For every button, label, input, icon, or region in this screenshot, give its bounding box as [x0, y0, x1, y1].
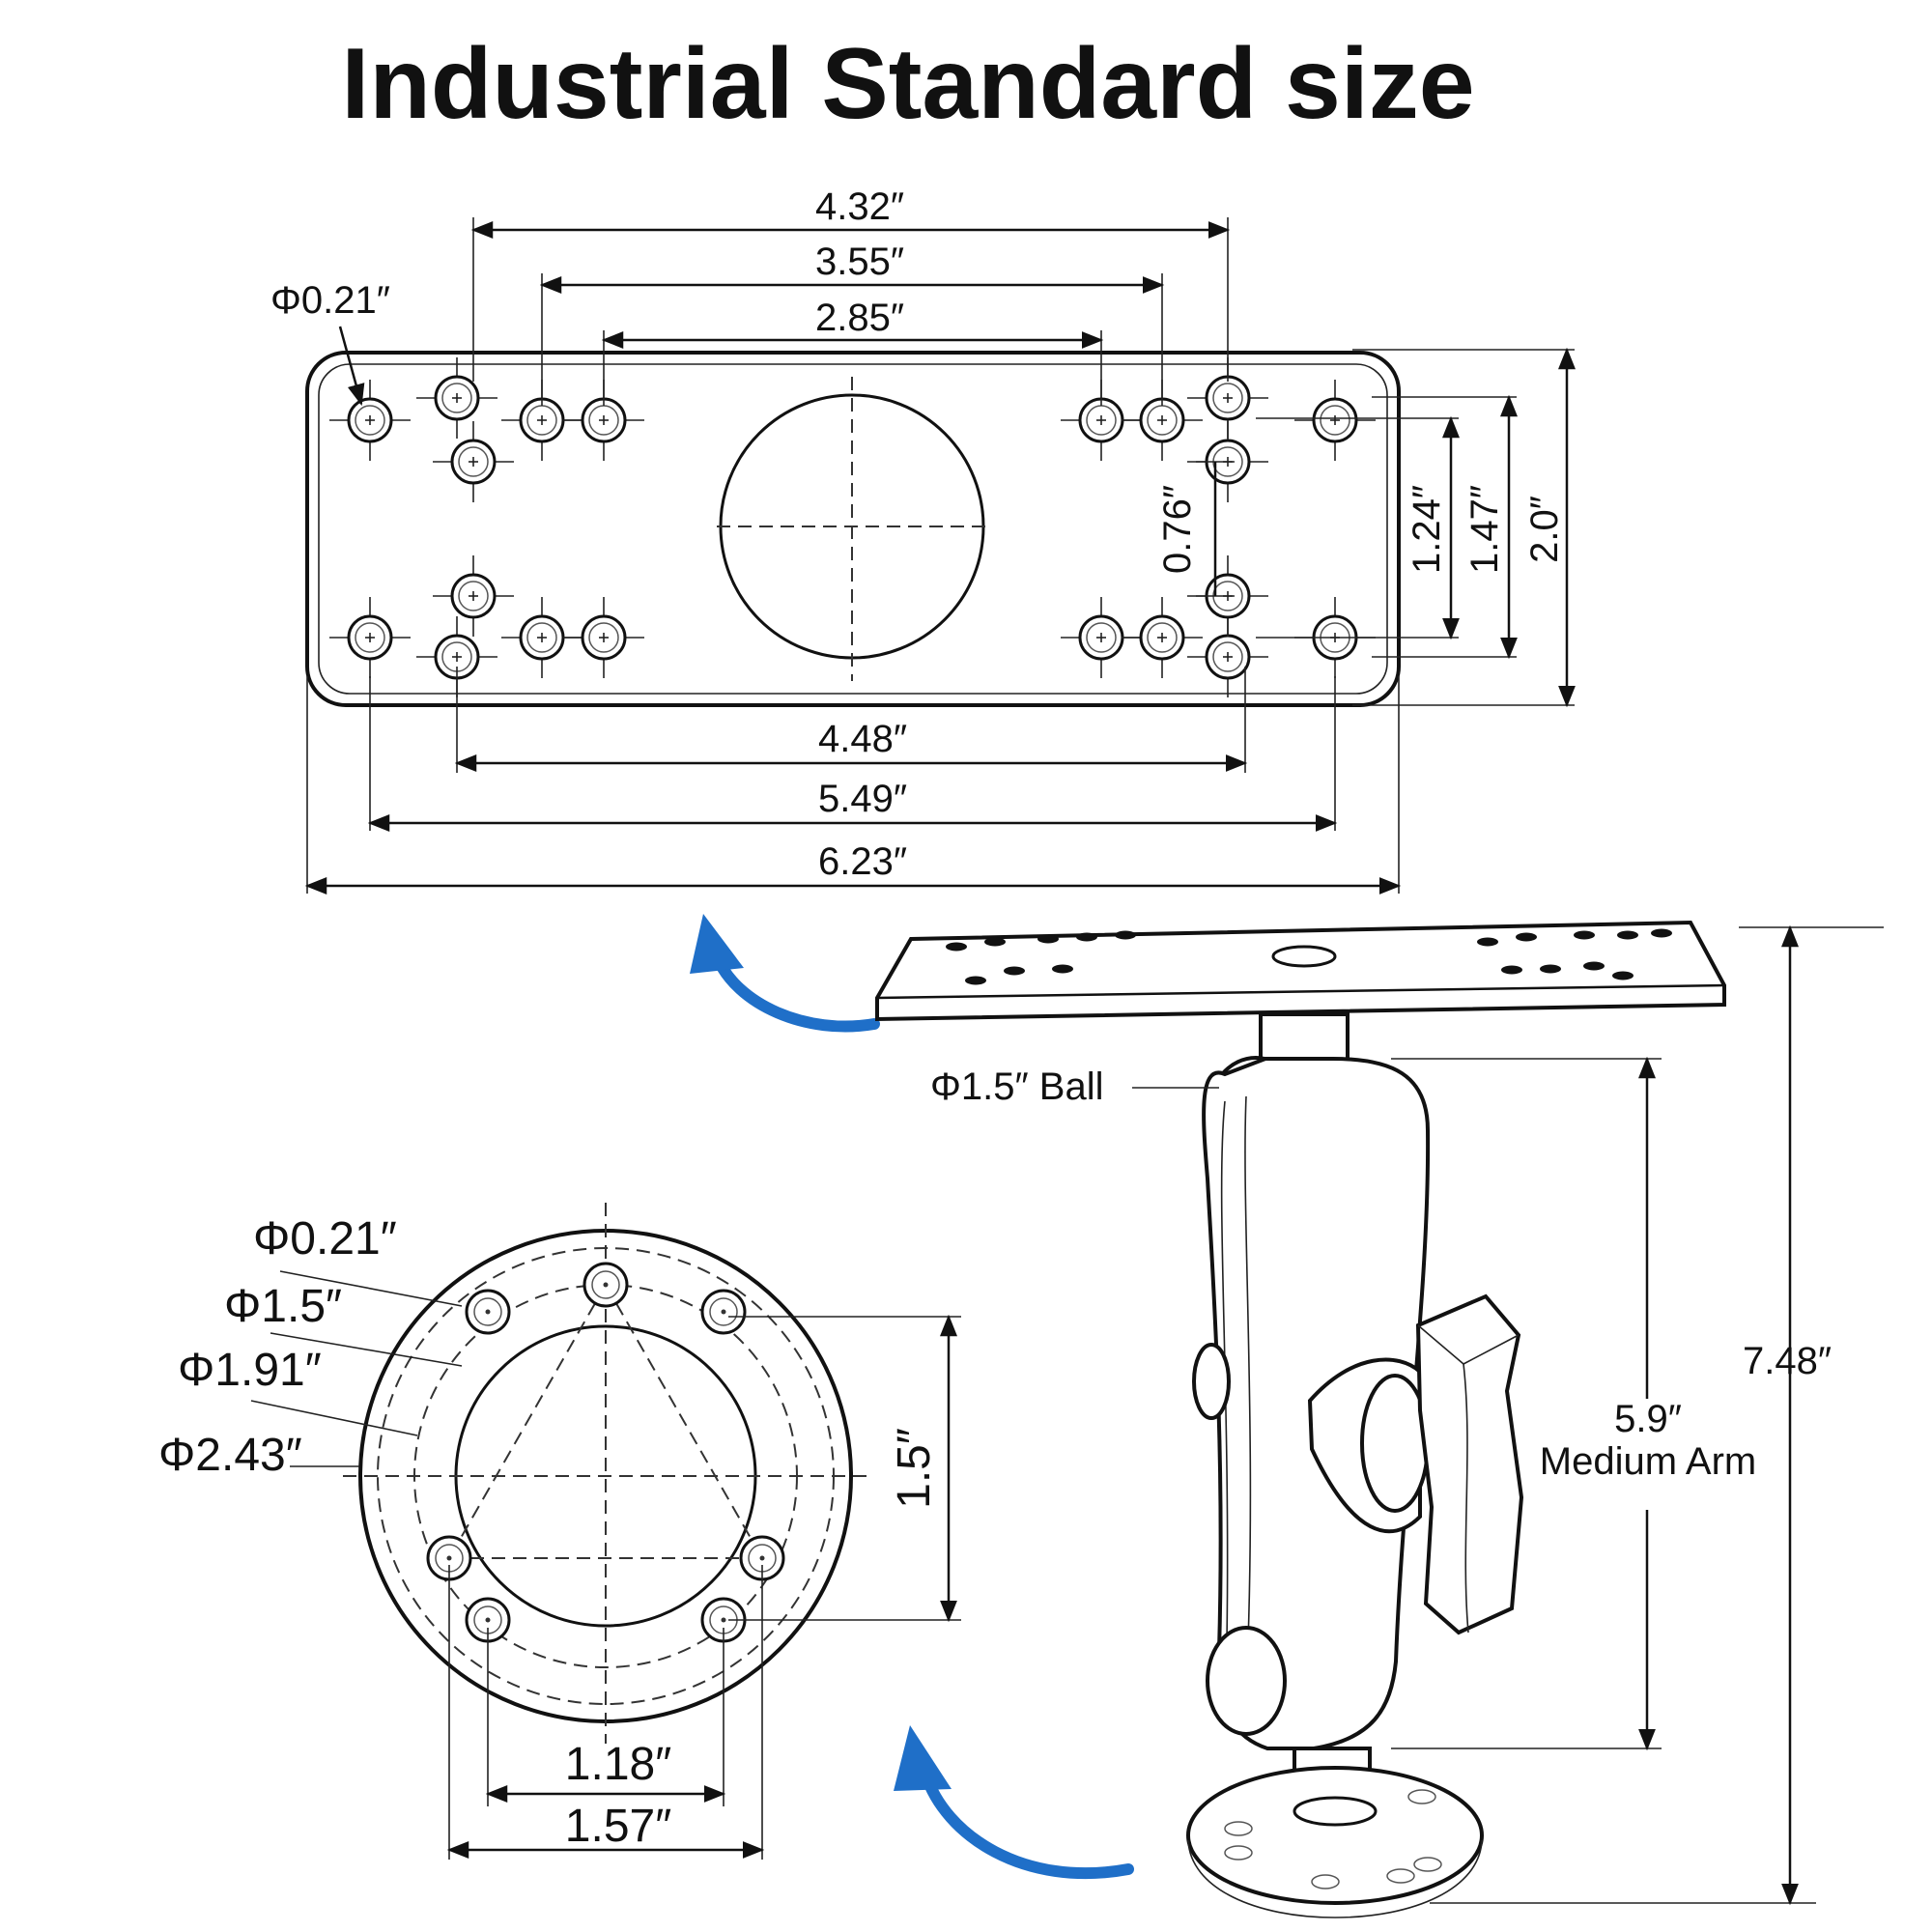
plate-hole-dot: [946, 942, 967, 952]
mount-assembly-drawing: Φ1.5″ Ball 5.9″ Medium Arm 7.48″: [875, 920, 1884, 1918]
plate-hole-dot: [1617, 930, 1638, 940]
base-dim-1-57: 1.57″: [565, 1801, 671, 1852]
arm-name-label: Medium Arm: [1540, 1440, 1757, 1483]
plate-hole-dot: [984, 937, 1006, 947]
dim-6-23: 6.23″: [818, 840, 907, 883]
mounting-hole: [1294, 380, 1376, 461]
dim-4-48: 4.48″: [818, 718, 907, 760]
page-title: Industrial Standard size: [341, 28, 1474, 140]
plate-hole-dot: [1574, 930, 1595, 940]
mounting-hole: [329, 597, 411, 678]
curved-arrow-icon: [690, 914, 880, 1033]
dim-4-32: 4.32″: [815, 185, 904, 228]
plate-hole-dot: [965, 976, 986, 985]
plate-hole-dot: [1540, 964, 1561, 974]
mounting-hole: [433, 555, 514, 637]
dim-1-24: 1.24″: [1406, 485, 1448, 574]
mounting-hole: [1187, 357, 1268, 439]
plate-hole-dot: [1501, 965, 1522, 975]
plate-hole-dot: [1651, 928, 1672, 938]
dim-5-49: 5.49″: [818, 778, 907, 820]
mounting-hole: [1061, 597, 1142, 678]
ball-diameter-label: Φ1.5″ Ball: [930, 1065, 1104, 1108]
plate-hole-dot: [1477, 937, 1498, 947]
base-dim-1-18: 1.18″: [565, 1739, 671, 1790]
mounting-hole: [1187, 616, 1268, 697]
dim-1-47: 1.47″: [1463, 485, 1506, 574]
plate-hole-dot: [1052, 964, 1073, 974]
round-base-drawing: Φ0.21″ Φ1.5″ Φ1.91″ Φ2.43″ 1.5″ 1.18″ 1.…: [158, 1203, 961, 1860]
mounting-hole: [329, 380, 411, 461]
arm-length-label: 5.9″: [1614, 1398, 1682, 1440]
mounting-hole: [563, 597, 644, 678]
mounting-hole: [416, 616, 497, 697]
base-bolt-circle-label: Φ1.5″: [224, 1281, 342, 1332]
mounting-hole: [433, 421, 514, 502]
plate-hole-dot: [1612, 971, 1634, 980]
plate-hole-dot: [1004, 966, 1025, 976]
base-hole: [700, 1289, 747, 1335]
top-plate-drawing: 4.32″ 3.55″ 2.85″ Φ0.21″ 4.48″ 5.49″ 6.2…: [270, 185, 1576, 895]
dim-3-55: 3.55″: [815, 241, 904, 283]
plate-hole-dot: [1583, 961, 1605, 971]
mounting-hole: [501, 597, 582, 678]
plate-hole-dot: [1516, 932, 1537, 942]
base-hole: [582, 1262, 629, 1308]
plate-holes: [329, 357, 1376, 697]
total-height-label: 7.48″: [1743, 1340, 1832, 1382]
plate-hole-diameter-label: Φ0.21″: [270, 279, 390, 322]
plate-hole-dot: [1076, 932, 1097, 942]
plate-hole-dot: [1115, 930, 1136, 940]
plate-hole-dot: [1037, 934, 1059, 944]
base-hole-diameter-label: Φ0.21″: [253, 1213, 397, 1264]
base-outer-diameter-label: Φ2.43″: [158, 1430, 302, 1481]
dim-2-85: 2.85″: [815, 297, 904, 339]
dim-2-0: 2.0″: [1523, 496, 1566, 563]
base-hole: [465, 1289, 511, 1335]
mounting-hole: [416, 357, 497, 439]
mounting-hole: [1122, 597, 1203, 678]
curved-arrow-icon: [894, 1725, 1134, 1880]
dim-0-76: 0.76″: [1156, 485, 1199, 574]
base-hole: [426, 1535, 472, 1581]
base-dim-1-5: 1.5″: [889, 1428, 940, 1509]
mounting-hole: [1061, 380, 1142, 461]
base-inner-diameter-label: Φ1.91″: [178, 1345, 322, 1396]
